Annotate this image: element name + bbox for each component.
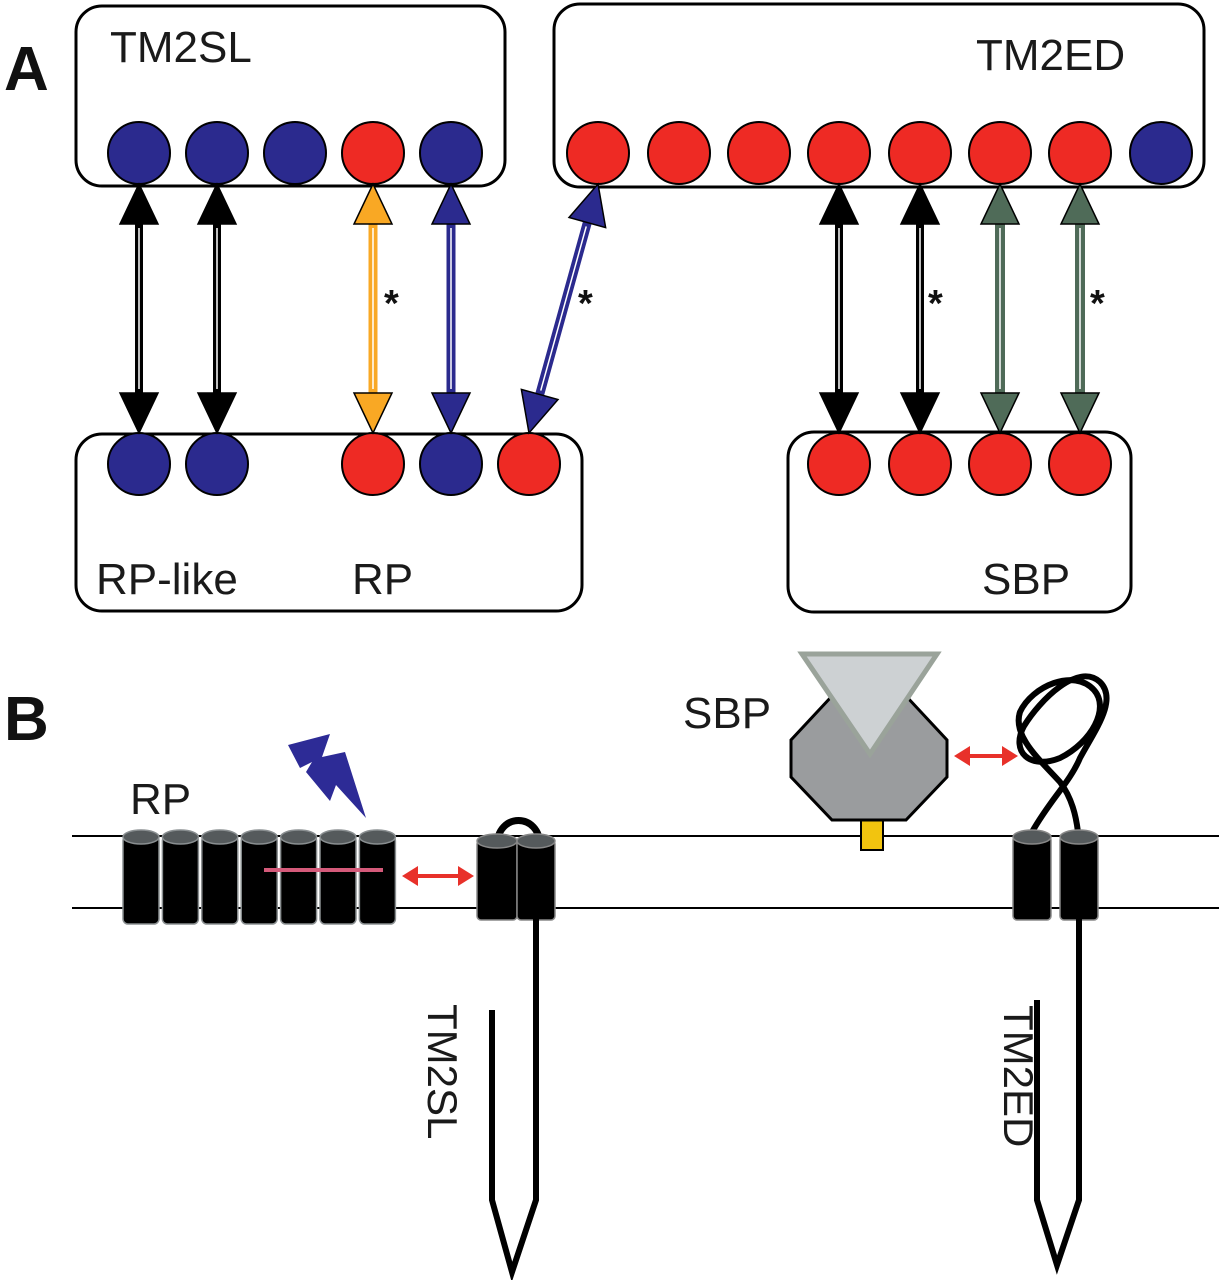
tm2ed-label: TM2ED xyxy=(976,31,1125,80)
rp-member-dot xyxy=(419,432,483,496)
sbp-member-dot xyxy=(1048,432,1112,496)
arrow-head xyxy=(520,388,560,435)
light-bolt-icon xyxy=(288,734,366,818)
rp-helix xyxy=(122,835,160,925)
rp-helix-top xyxy=(279,829,318,845)
double-arrow xyxy=(1059,182,1101,435)
sbp-label: SBP xyxy=(982,555,1070,604)
arrow-head xyxy=(352,182,394,225)
rp-b-label: RP xyxy=(130,775,191,824)
sbp-tm2ed-interaction-arrow xyxy=(954,746,1018,766)
arrow-shaft-highlight xyxy=(540,226,587,391)
sbp-member-dot xyxy=(888,432,952,496)
rp-helix xyxy=(358,835,397,925)
asterisk: * xyxy=(1090,283,1105,325)
tm2sl-label: TM2SL xyxy=(110,23,252,72)
arrow-head xyxy=(979,392,1021,435)
arrow-head xyxy=(430,392,472,435)
arrow-head xyxy=(118,392,160,435)
rp-helix xyxy=(240,835,278,925)
rp-tm2sl-interaction-arrow xyxy=(402,866,474,886)
rp-helix xyxy=(161,835,200,925)
sbp-box xyxy=(786,430,1133,614)
arrow-head xyxy=(1059,182,1101,225)
rp-helix xyxy=(319,835,357,925)
arrow-head xyxy=(352,392,394,435)
tm2ed-member-dot xyxy=(968,121,1032,185)
arrow-head xyxy=(979,182,1021,225)
rp-members xyxy=(107,432,561,496)
arrow-head xyxy=(430,182,472,225)
interaction-arrows xyxy=(118,182,1101,435)
rp-like-member-dot xyxy=(107,432,171,496)
tm2sl-member-dot xyxy=(341,121,405,185)
arrow-head xyxy=(196,392,238,435)
tm2ed-protein xyxy=(1012,673,1110,1275)
rp-helix-bundle xyxy=(122,829,397,925)
tm2sl-member-dot xyxy=(263,121,327,185)
asterisk: * xyxy=(928,283,943,325)
arrow-head xyxy=(899,182,941,225)
double-arrow xyxy=(979,182,1021,435)
tm2ed-extracellular-loop xyxy=(1015,673,1110,834)
rp-helix-top xyxy=(201,829,239,845)
rp-member-dot xyxy=(341,432,405,496)
rp-helix-top xyxy=(240,829,278,845)
rp-helix xyxy=(279,835,318,925)
double-arrow xyxy=(196,182,238,435)
tm2ed-box xyxy=(552,2,1206,189)
tm2ed-b-label: TM2ED xyxy=(995,1005,1042,1147)
tm2ed-member-dot xyxy=(807,121,871,185)
tm2sl-member-dot xyxy=(419,121,483,185)
rp-helix-top xyxy=(358,829,397,845)
sbp-protein xyxy=(789,651,949,851)
rp-helix-top xyxy=(319,829,357,845)
sbp-member-dot xyxy=(807,432,871,496)
sbp-b-label: SBP xyxy=(683,689,771,738)
rp-like-label: RP-like xyxy=(96,555,238,604)
rp-helix-top xyxy=(161,829,200,845)
tm2sl-box xyxy=(74,4,507,188)
rp-like-member-dot xyxy=(185,432,249,496)
arrow-head xyxy=(818,392,860,435)
sbp-body xyxy=(789,694,949,822)
double-arrow xyxy=(818,182,860,435)
panel-b-letter: B xyxy=(4,685,49,754)
sbp-members xyxy=(807,432,1112,496)
tm2ed-member-dot xyxy=(727,121,791,185)
tm2sl-b-label: TM2SL xyxy=(419,1004,466,1139)
double-arrow xyxy=(899,182,941,435)
tm2ed-member-dot xyxy=(888,121,952,185)
arrow-head xyxy=(1059,392,1101,435)
arrow-head xyxy=(118,182,160,225)
tm2ed-member-dot xyxy=(566,121,630,185)
tm2sl-members xyxy=(107,121,483,185)
double-arrow xyxy=(118,182,160,435)
tm2ed-member-dot xyxy=(647,121,711,185)
arrow-head xyxy=(899,392,941,435)
tm2sl-member-dot xyxy=(107,121,171,185)
rp-helix xyxy=(201,835,239,925)
arrow-head xyxy=(196,182,238,225)
double-arrow xyxy=(520,182,607,435)
rp-group-box xyxy=(74,432,584,613)
rp-label: RP xyxy=(352,555,413,604)
tm2sl-member-dot xyxy=(185,121,249,185)
arrow-head xyxy=(567,182,607,229)
sbp-member-dot xyxy=(968,432,1032,496)
tm2ed-members xyxy=(566,121,1193,185)
double-arrow xyxy=(430,182,472,435)
tm2sl-protein xyxy=(476,817,556,1280)
panel-a-letter: A xyxy=(4,35,49,104)
sbp-ligand-triangle xyxy=(797,651,942,759)
double-arrow xyxy=(352,182,394,435)
arrow-head xyxy=(818,182,860,225)
rp-helix-top xyxy=(122,829,160,845)
asterisk: * xyxy=(578,283,593,325)
asterisk: * xyxy=(384,283,399,325)
tm2ed-member-dot xyxy=(1048,121,1112,185)
tm2ed-member-dot xyxy=(1129,121,1193,185)
rp-member-dot xyxy=(497,432,561,496)
